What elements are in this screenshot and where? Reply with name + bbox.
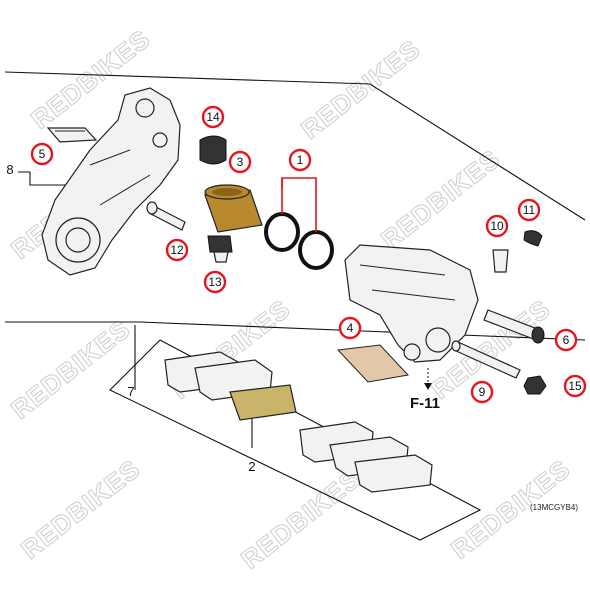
callout-number: 5 [39, 147, 46, 161]
watermark-layer: REDBIKES REDBIKES REDBIKES REDBIKES REDB… [5, 23, 577, 575]
leader-8 [18, 171, 75, 186]
callout-3: 3 [228, 150, 252, 174]
callout-10: 10 [485, 214, 509, 238]
callout-ring [203, 270, 227, 294]
piston-seal [264, 212, 300, 252]
pad-plate [354, 454, 433, 493]
callout-ring [517, 198, 541, 222]
callout-ring [554, 328, 578, 352]
reference-label: F-11 [410, 395, 440, 412]
callout-ring [563, 374, 587, 398]
callout-leaders [281, 177, 317, 232]
callout-14: 14 [201, 105, 225, 129]
pad-spring [46, 127, 98, 143]
watermark-text: REDBIKES [15, 453, 146, 564]
callout-number: 6 [563, 333, 570, 347]
bleeder-cap [523, 230, 543, 247]
slide-pin [483, 309, 545, 344]
callout-5: 5 [30, 142, 54, 166]
nut [523, 375, 547, 395]
callout-1: 1 [288, 148, 312, 172]
callout-ring [485, 214, 509, 238]
callout-ring [165, 238, 189, 262]
callout-7: 7 [127, 384, 134, 399]
dust-seal [298, 230, 334, 270]
caliper-bracket [41, 87, 181, 276]
callout-number: 10 [490, 219, 504, 233]
pad-shim [336, 344, 409, 383]
callout-number: 11 [523, 203, 536, 217]
callout-ring [201, 105, 225, 129]
callout-6: 6 [554, 328, 578, 352]
watermark-text: REDBIKES [295, 33, 426, 144]
callout-number: 14 [206, 110, 220, 124]
callout-11: 11 [517, 198, 541, 222]
diagram-code: (13MCGYB4) [530, 503, 578, 512]
callout-12: 12 [165, 238, 189, 262]
callout-2: 2 [248, 459, 255, 474]
reference-arrow [424, 368, 432, 390]
callout-number: 2 [248, 459, 255, 474]
callout-number: 7 [127, 384, 134, 399]
pin-9 [451, 340, 521, 379]
callout-8: 8 [6, 162, 13, 177]
callout-number: 15 [568, 379, 582, 393]
watermark-text: REDBIKES [235, 463, 366, 574]
piston-seals [264, 212, 334, 270]
callout-number: 8 [6, 162, 13, 177]
callout-number: 13 [208, 275, 222, 289]
callout-15: 15 [563, 374, 587, 398]
callout-ring [228, 150, 252, 174]
watermark-text: REDBIKES [375, 143, 506, 254]
pad-friction [229, 384, 297, 421]
watermark-text: REDBIKES [5, 313, 136, 424]
callout-ring [470, 380, 494, 404]
top-frame-line [4, 71, 586, 221]
caliper-body [344, 244, 479, 363]
brake-pads [164, 351, 433, 493]
callout-ring [288, 148, 312, 172]
callout-number: 4 [347, 321, 354, 335]
callout-9: 9 [470, 380, 494, 404]
callout-number: 1 [297, 153, 304, 167]
pin-bolt [146, 201, 186, 231]
callout-number: 12 [170, 243, 184, 257]
piston [204, 184, 263, 233]
boot [199, 135, 227, 165]
callout-13: 13 [203, 270, 227, 294]
callout-ring [30, 142, 54, 166]
callout-4: 4 [338, 316, 362, 340]
bleeder-valve [492, 249, 509, 273]
callout-number: 3 [237, 155, 244, 169]
bolt [207, 235, 233, 263]
callout-ring [338, 316, 362, 340]
frame-lines [4, 71, 586, 541]
callout-number: 9 [479, 385, 486, 399]
